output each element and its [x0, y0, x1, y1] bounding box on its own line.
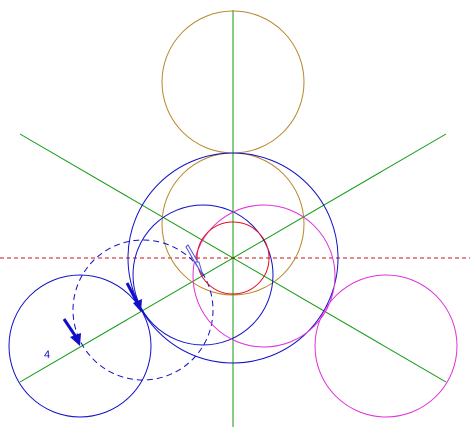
- blue-circle-large[interactable]: [127, 152, 339, 364]
- blue-dashed-circle[interactable]: [72, 239, 214, 381]
- blue-circle-middle[interactable]: [132, 204, 274, 346]
- magenta-circle-center[interactable]: [192, 204, 336, 348]
- magenta-circle-right[interactable]: [314, 274, 458, 418]
- solid-arrow-icon-left: [62, 318, 81, 346]
- red-circle-small[interactable]: [196, 221, 270, 295]
- circle-number-label: 4: [44, 349, 50, 361]
- blue-circle-left[interactable]: [8, 274, 152, 418]
- solid-arrow-icon-middle: [125, 282, 142, 312]
- outline-arrow-icon: [185, 244, 204, 277]
